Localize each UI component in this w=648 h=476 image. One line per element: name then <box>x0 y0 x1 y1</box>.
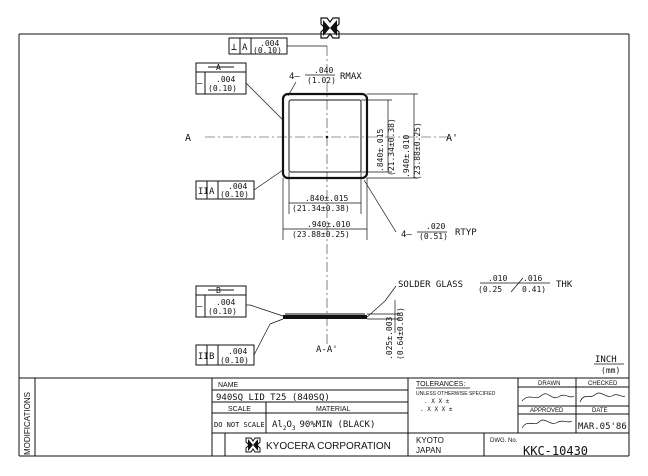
svg-text:(0.10): (0.10) <box>220 190 249 199</box>
lid-inner-outline <box>288 99 362 173</box>
svg-text:.940±.010: .940±.010 <box>307 220 351 229</box>
svg-text:—: — <box>197 79 203 89</box>
parallelism-a-frame: II A .004 (0.10) <box>195 169 284 200</box>
svg-text:(0.64±0.08): (0.64±0.08) <box>396 307 405 360</box>
tolerances-note: UNLESS OTHERWISE SPECIFIED <box>416 391 496 397</box>
drawing-number-label: DWG. No. <box>490 438 518 444</box>
svg-text:II: II <box>198 187 209 197</box>
perpendicularity-frame: ⊥ A .004 (0.10) <box>228 37 327 55</box>
signature-approved <box>521 419 573 429</box>
svg-text:.025±.003: .025±.003 <box>385 316 394 360</box>
tolerances-label: TOLERANCES: <box>416 381 465 388</box>
svg-text:(0.10): (0.10) <box>253 46 282 55</box>
company-country: JAPAN <box>416 446 441 455</box>
svg-text:(23.88±0.25): (23.88±0.25) <box>292 230 350 239</box>
material-label: MATERIAL <box>316 406 351 413</box>
svg-text:.940±.010: .940±.010 <box>402 134 411 178</box>
svg-text:.004: .004 <box>228 182 247 191</box>
svg-text:A: A <box>209 187 215 197</box>
name-value: 940SQ LID T25 (840SQ) <box>216 393 330 403</box>
modifications-label: MODIFICATIONS <box>23 392 32 455</box>
outer-width-dimension: .940±.010 (23.88±0.25) <box>282 178 368 240</box>
company-logo-icon <box>245 437 261 453</box>
svg-text:⊥: ⊥ <box>231 42 237 53</box>
date-value: MAR.05'86 <box>578 422 627 432</box>
svg-text:INCH: INCH <box>595 355 617 365</box>
svg-text:(mm): (mm) <box>601 366 620 375</box>
svg-text:.016: .016 <box>523 274 542 283</box>
svg-text:—: — <box>197 302 203 312</box>
approved-label: APPROVED <box>530 408 564 414</box>
svg-text:(21.34±0.38): (21.34±0.38) <box>387 118 396 176</box>
svg-text:RMAX: RMAX <box>340 72 362 82</box>
drawn-label: DRAWN <box>538 381 560 387</box>
svg-text:(0.10): (0.10) <box>208 84 237 93</box>
scale-value: DO NOT SCALE <box>214 421 265 429</box>
lid-outer-outline <box>281 92 369 180</box>
svg-text:(0.10): (0.10) <box>208 307 237 316</box>
svg-text:.040: .040 <box>314 66 333 75</box>
name-label: NAME <box>218 382 239 389</box>
svg-text:.840±.015: .840±.015 <box>376 128 385 172</box>
svg-text:(0.10): (0.10) <box>220 356 249 365</box>
corner-radius-max-callout: 4— .040 (1.02) RMAX <box>287 66 362 97</box>
lid-thickness-dimension: .025±.003 (0.64±0.08) <box>367 300 405 360</box>
solder-glass-callout: SOLDER GLASS .010 .016 (0.25 0.41) THK <box>365 274 573 319</box>
inner-height-dimension: .840±.015 (21.34±0.38) <box>361 99 396 176</box>
inner-width-dimension: .840±.015 (21.34±0.38) <box>288 172 362 214</box>
svg-text:(0.51): (0.51) <box>419 232 448 241</box>
company-city: KYOTO <box>416 436 444 445</box>
title-block <box>19 377 629 456</box>
tolerance-line-1: . X X ± <box>424 398 450 405</box>
company-name: KYOCERA CORPORATION <box>266 441 391 452</box>
svg-text:.004: .004 <box>228 347 247 356</box>
svg-text:(0.25: (0.25 <box>478 285 502 294</box>
kyocera-logo-icon <box>320 17 340 39</box>
svg-text:(1.02): (1.02) <box>307 76 336 85</box>
parallelism-b-frame: II B .004 (0.10) <box>195 318 284 366</box>
tolerance-line-2: . X X X ± <box>420 406 453 413</box>
signature-checked <box>579 392 626 403</box>
svg-text:THK: THK <box>556 280 573 290</box>
svg-text:0.41): 0.41) <box>522 285 546 294</box>
outer-height-dimension: .940±.010 (23.88±0.25) <box>367 93 422 180</box>
signature-drawn <box>521 393 575 402</box>
svg-text:.010: .010 <box>488 274 507 283</box>
corner-radius-typ-callout: 4— .020 (0.51) RTYP <box>363 179 477 241</box>
svg-text:.004: .004 <box>216 298 235 307</box>
svg-text:(21.34±0.38): (21.34±0.38) <box>292 204 350 213</box>
scale-label: SCALE <box>228 406 251 413</box>
date-label: DATE <box>592 408 608 414</box>
drawing-number: KKC-10430 <box>523 444 588 458</box>
datum-b-flatness-frame: B — .004 (0.10) <box>195 285 284 318</box>
svg-text:4—: 4— <box>289 72 300 82</box>
checked-label: CHECKED <box>588 381 618 387</box>
datum-a-flatness-frame: A — .004 (0.10) <box>195 62 284 121</box>
svg-text:.004: .004 <box>260 39 279 48</box>
svg-text:.020: .020 <box>426 222 445 231</box>
svg-text:B: B <box>209 352 214 362</box>
units-label: INCH (mm) <box>594 355 624 375</box>
section-label: A-A' <box>316 345 338 355</box>
svg-text:RTYP: RTYP <box>455 228 477 238</box>
svg-text:(23.88±0.25): (23.88±0.25) <box>413 122 422 180</box>
svg-text:SOLDER GLASS: SOLDER GLASS <box>398 280 463 290</box>
lid-side-profile <box>283 315 367 319</box>
svg-text:A: A <box>242 43 248 53</box>
svg-text:II: II <box>198 352 209 362</box>
svg-text:.004: .004 <box>216 75 235 84</box>
section-marker-left: A <box>185 133 191 144</box>
svg-text:4—: 4— <box>401 230 412 240</box>
svg-text:.840±.015: .840±.015 <box>305 194 349 203</box>
section-marker-right: A' <box>446 133 458 144</box>
